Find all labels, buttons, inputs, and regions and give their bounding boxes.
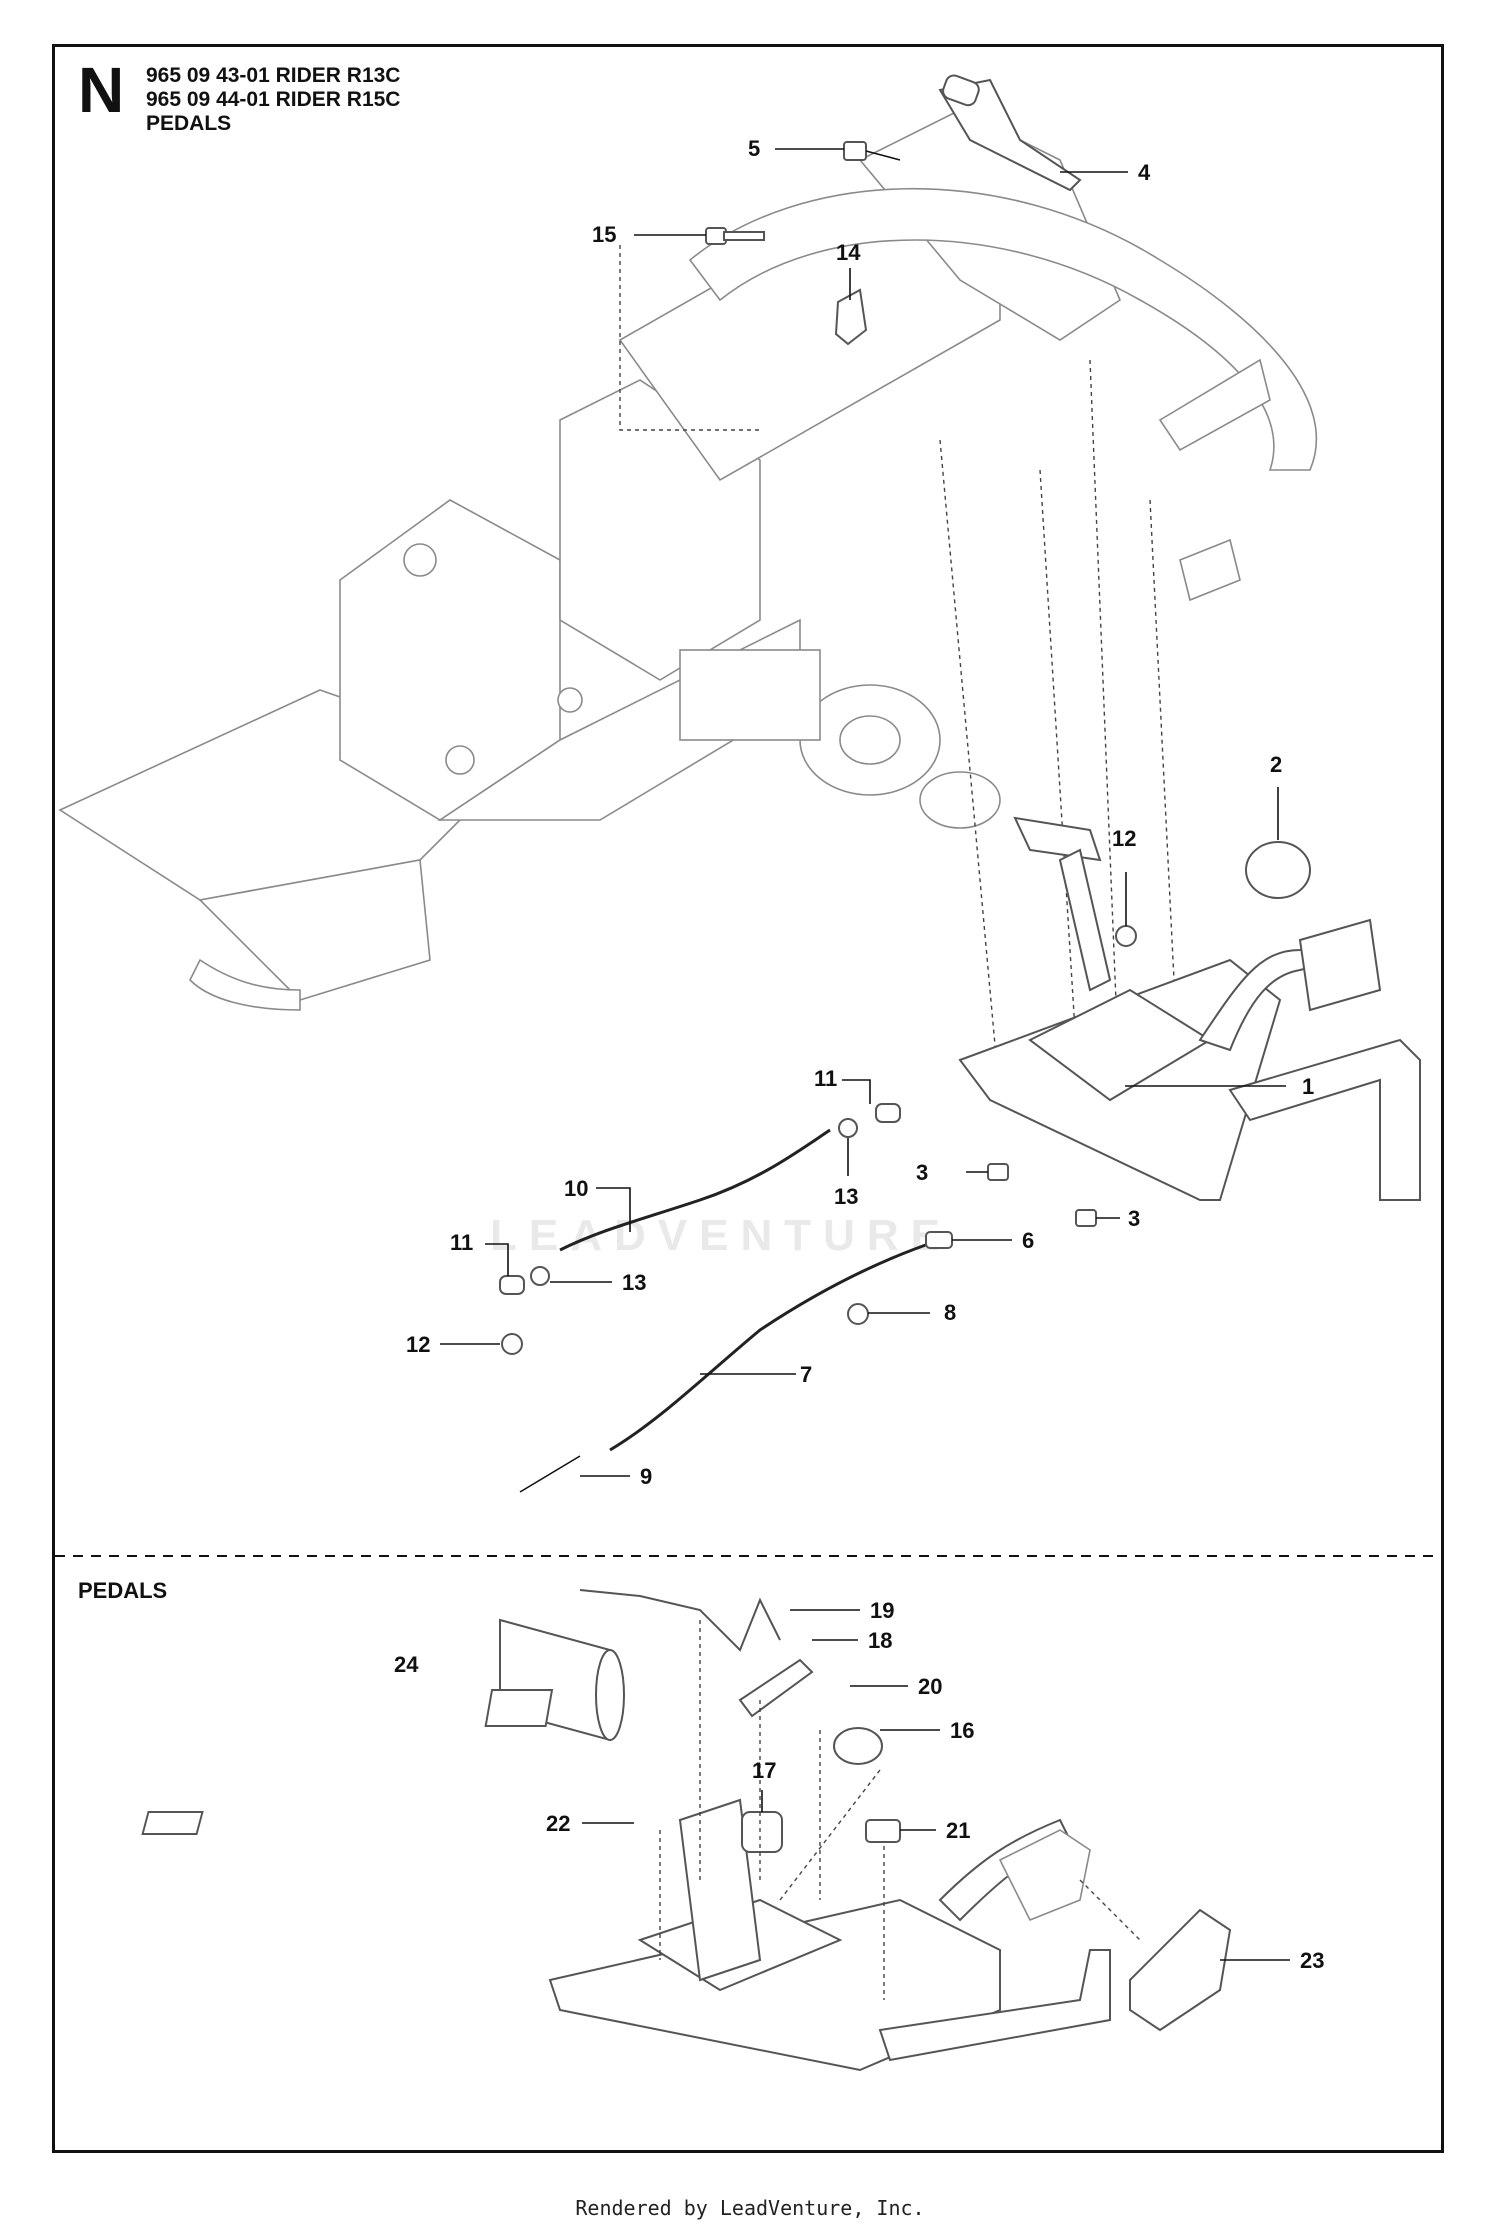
part-11-ball-joint-b [499, 1275, 525, 1295]
callout-10: 10 [564, 1176, 588, 1201]
callout-21: 21 [946, 1818, 970, 1843]
watermark: LEADVENTURE [490, 1211, 952, 1260]
part-4-latch [938, 74, 1082, 192]
part-13-nut-a [838, 1118, 858, 1138]
footer-credit: Rendered by LeadVenture, Inc. [575, 2196, 925, 2220]
callout-4: 4 [1138, 160, 1151, 185]
callout-17: 17 [752, 1758, 776, 1783]
callout-20: 20 [918, 1674, 942, 1699]
callout-8: 8 [944, 1300, 956, 1325]
callout-15: 15 [592, 222, 616, 247]
callout-2: 2 [1270, 752, 1282, 777]
callout-22: 22 [546, 1811, 570, 1836]
callout-23: 23 [1300, 1948, 1324, 1973]
callout-11b: 11 [450, 1230, 473, 1255]
lower-pedal-assembly [548, 1798, 1111, 2072]
part-23-pedal-pad [1129, 1908, 1232, 2032]
part-21-clip [865, 1819, 901, 1843]
part-11-ball-joint-a [875, 1103, 901, 1123]
part-19-spring [579, 1589, 781, 1652]
callout-3a: 3 [916, 1160, 928, 1185]
model-line-2: 965 09 44-01 RIDER R15C [146, 88, 401, 111]
callout-6: 6 [1022, 1228, 1034, 1253]
callout-12b: 12 [406, 1332, 430, 1357]
part-9-spring [519, 1455, 581, 1493]
part-12-nut-a [1115, 925, 1137, 947]
callout-1: 1 [1302, 1074, 1314, 1099]
part-16-bushing [833, 1727, 883, 1765]
part-17-spacer [741, 1811, 783, 1853]
callout-5: 5 [748, 136, 760, 161]
part-14-clip [834, 288, 868, 346]
part-20-block [484, 1689, 554, 1727]
callout-16: 16 [950, 1718, 974, 1743]
callout-numbers: 1 2 3 3 4 5 6 7 8 9 10 11 11 12 12 13 13… [394, 136, 1324, 1973]
part-6-spring [925, 1231, 953, 1249]
callout-13a: 13 [834, 1184, 858, 1209]
callout-13b: 13 [622, 1270, 646, 1295]
callout-14: 14 [836, 240, 861, 265]
subsection-title: PEDALS [78, 1578, 168, 1603]
part-7-cable [609, 1238, 941, 1452]
callout-7: 7 [800, 1362, 812, 1387]
callout-24: 24 [394, 1652, 419, 1677]
diagram-frame [52, 44, 1444, 2153]
part-12-nut-b [501, 1333, 523, 1355]
callout-18: 18 [868, 1628, 892, 1653]
model-line-1: 965 09 43-01 RIDER R13C [146, 64, 401, 87]
callout-19: 19 [870, 1598, 894, 1623]
part-5-bolt [843, 141, 901, 161]
callout-leaders [440, 148, 1290, 1961]
part-22-plate [141, 1811, 204, 1835]
part-10-cable [559, 1128, 831, 1252]
part-13-nut-b [530, 1266, 550, 1286]
part-8-clip [847, 1303, 869, 1325]
diagram-title: PEDALS [146, 112, 232, 135]
callout-11a: 11 [814, 1066, 837, 1091]
part-3-bolt-a [987, 1163, 1009, 1181]
callout-12a: 12 [1112, 826, 1136, 851]
chassis-frame [58, 109, 1318, 1011]
callout-3b: 3 [1128, 1206, 1140, 1231]
section-letter: N [78, 54, 125, 126]
part-2-pedal-pad [1245, 841, 1311, 899]
part-1-pedal-assembly [958, 816, 1421, 1201]
part-3-bolt-b [1075, 1209, 1097, 1227]
part-15-bolt [705, 227, 765, 245]
callout-9: 9 [640, 1464, 652, 1489]
part-18-lever [738, 1658, 814, 1718]
